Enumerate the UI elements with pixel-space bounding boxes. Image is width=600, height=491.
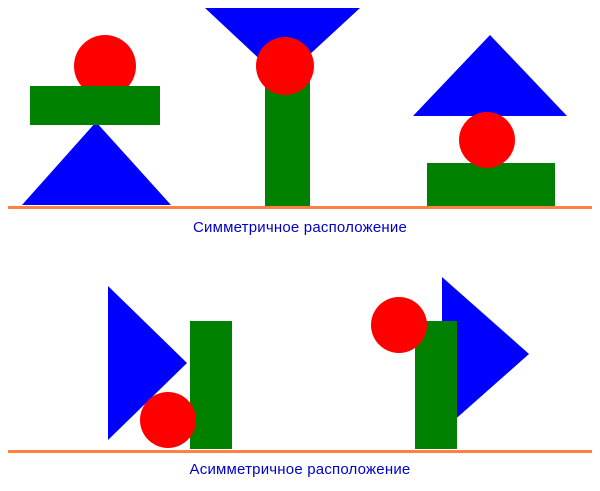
symmetric-figure-2: [205, 8, 360, 206]
green-column: [415, 321, 457, 449]
ground-line-bottom: [8, 450, 592, 453]
green-rectangle: [427, 163, 555, 206]
green-column: [190, 321, 232, 449]
red-circle: [459, 112, 515, 168]
red-circle: [140, 392, 196, 448]
blue-triangle-up-icon: [413, 35, 567, 116]
blue-triangle-right-icon: [442, 277, 529, 431]
red-circle: [256, 37, 314, 95]
symmetric-figure-3: [413, 35, 567, 206]
asymmetric-figure-2: [371, 277, 529, 449]
caption-symmetric: Симметричное расположение: [192, 219, 408, 236]
ground-line-top: [8, 206, 592, 209]
blue-triangle-right-icon: [108, 286, 187, 440]
asymmetric-figure-1: [108, 286, 232, 449]
caption-asymmetric: Асимметричное расположение: [189, 461, 411, 478]
blue-triangle-up-icon: [22, 122, 171, 205]
red-circle: [74, 35, 136, 97]
green-rectangle: [30, 86, 160, 125]
green-column: [265, 78, 310, 206]
red-circle: [371, 297, 427, 353]
symmetric-figure-1: [22, 35, 171, 205]
